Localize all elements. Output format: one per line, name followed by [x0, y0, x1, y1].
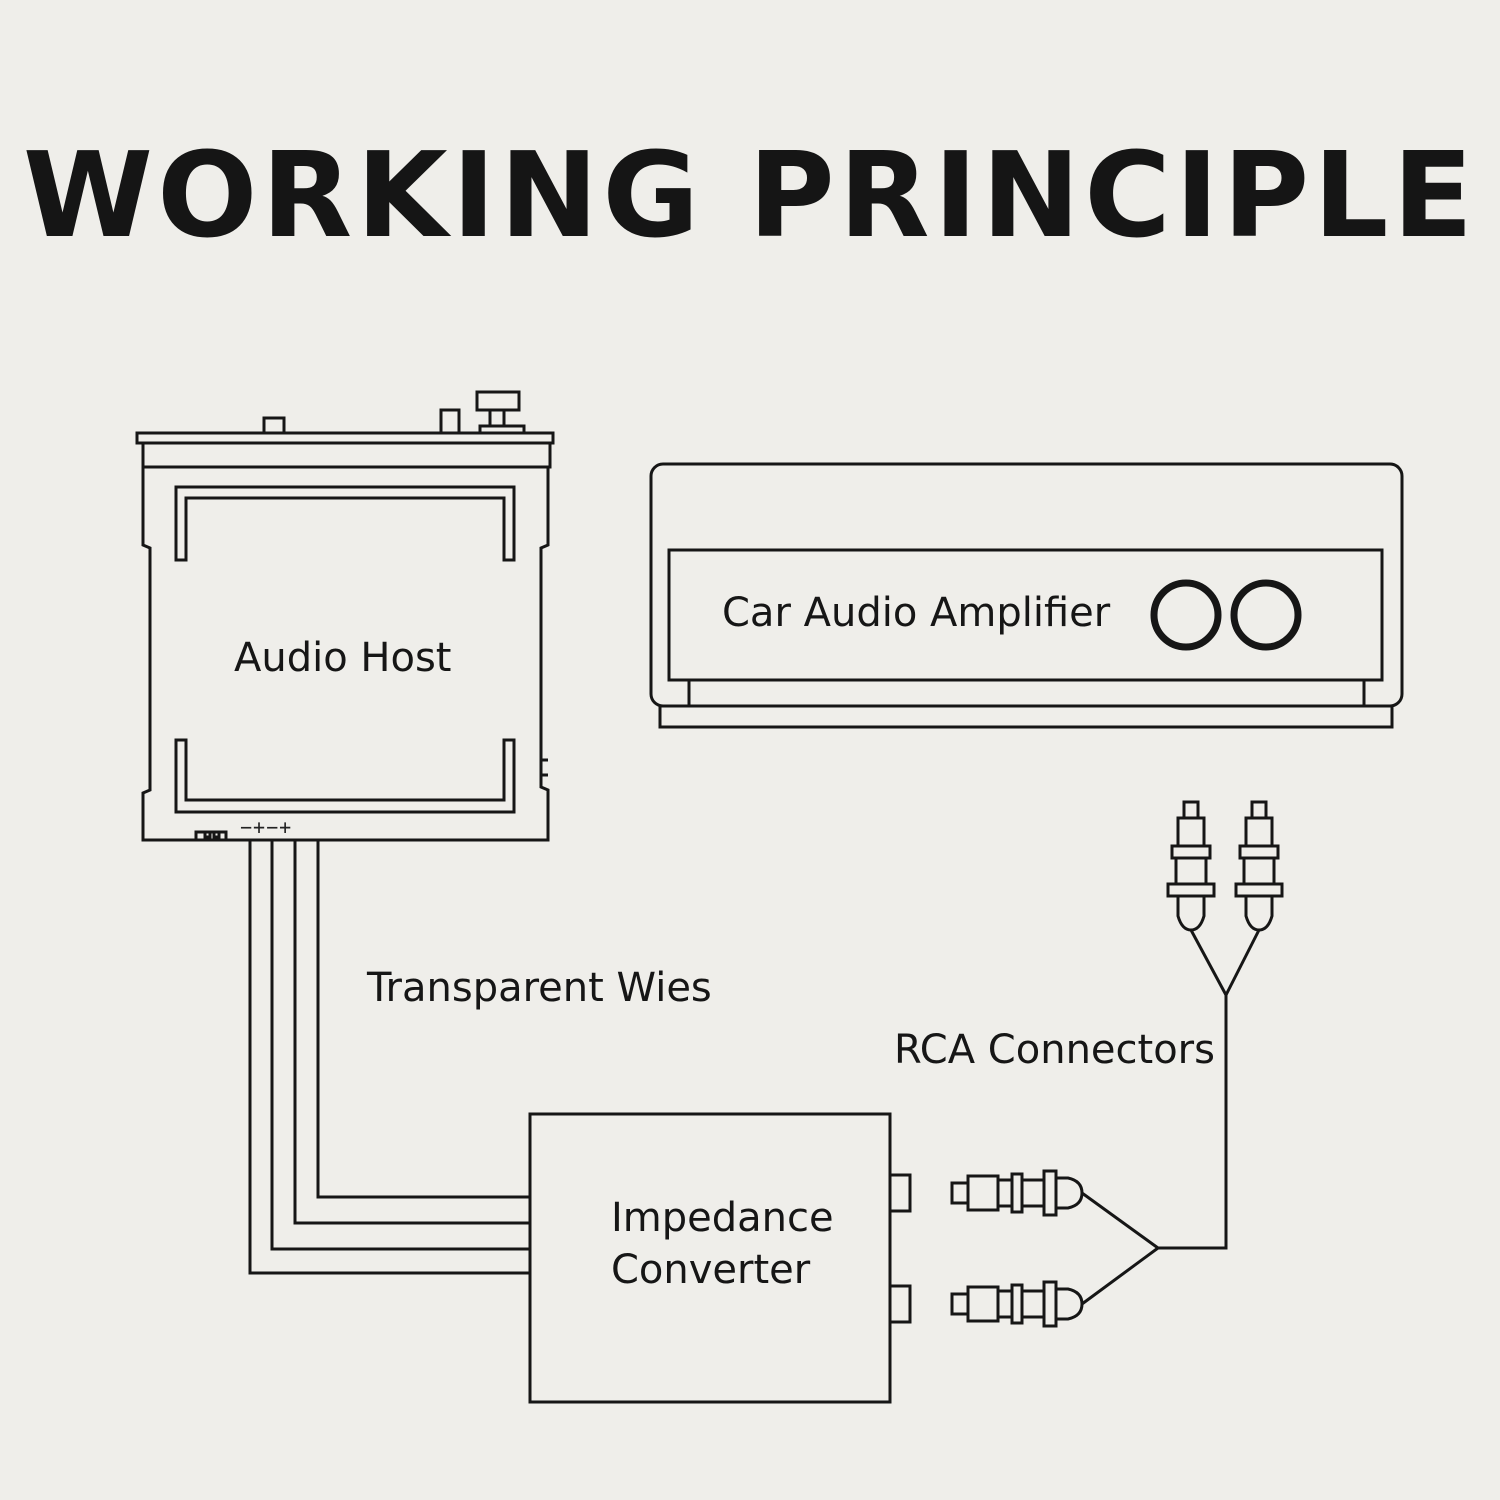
impedance-converter-label-line2: Converter	[611, 1247, 811, 1293]
audio-host-unit	[135, 390, 555, 842]
impedance-converter-label-line1: Impedance	[611, 1195, 834, 1241]
transparent-wires-label: Transparent Wies	[367, 965, 712, 1011]
car-audio-amplifier-label: Car Audio Amplifier	[722, 590, 1111, 636]
rca-plug-vertical-left	[1166, 800, 1216, 932]
rca-cable-upper-split	[1189, 929, 1261, 996]
rca-connectors-label: RCA Connectors	[894, 1027, 1215, 1073]
rca-cable-lower-split	[1081, 995, 1228, 1306]
amplifier-knob-right-icon	[1230, 579, 1302, 651]
polarity-marks: −+−+	[240, 815, 293, 839]
rca-plug-upper	[950, 1169, 1084, 1217]
page-title: WORKING PRINCIPLE	[22, 126, 1478, 264]
car-audio-amplifier-unit	[649, 462, 1404, 729]
impedance-converter-unit	[528, 1112, 912, 1404]
audio-host-label: Audio Host	[234, 635, 452, 681]
amplifier-knob-left-icon	[1150, 579, 1222, 651]
rca-plug-lower	[950, 1280, 1084, 1328]
rca-plug-vertical-right	[1234, 800, 1284, 932]
transparent-wires	[248, 840, 530, 1275]
